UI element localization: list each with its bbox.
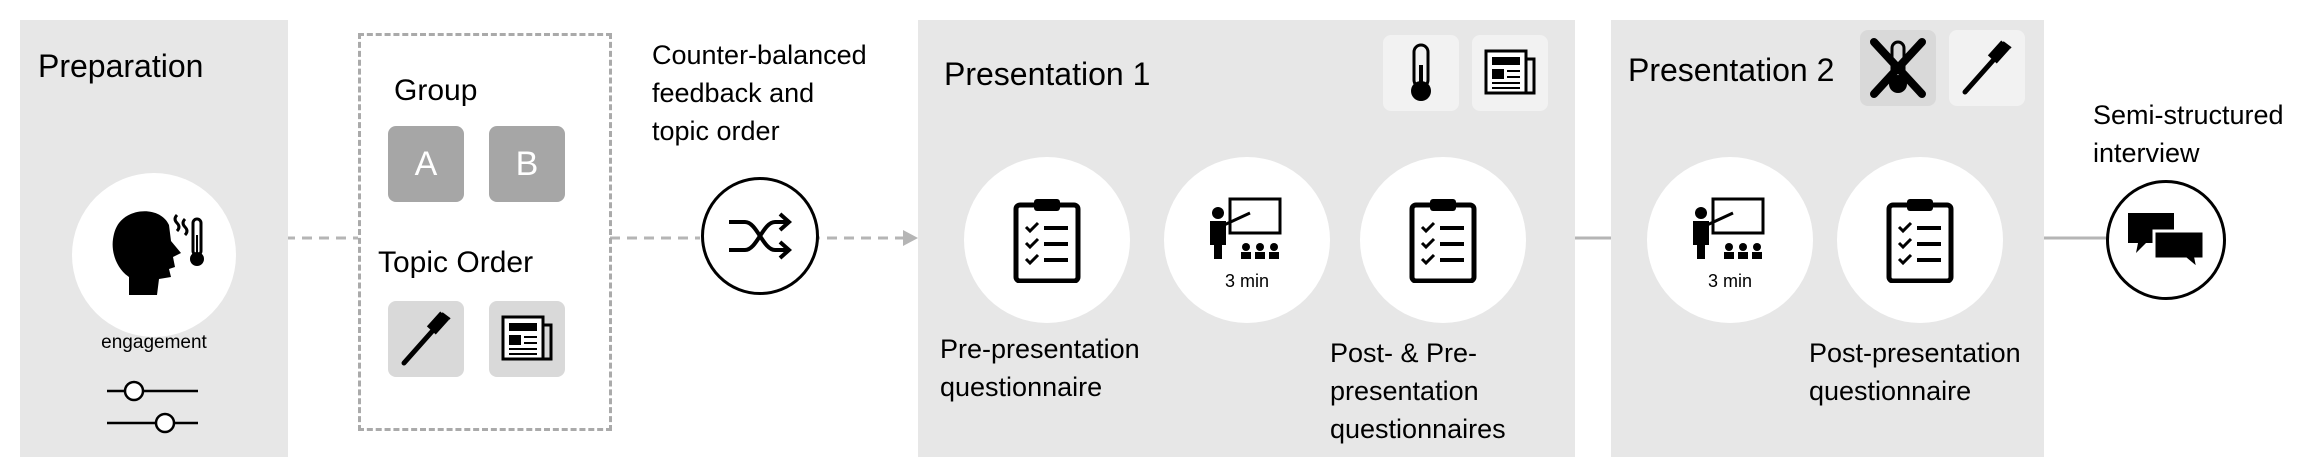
p1-newspaper-badge — [1472, 35, 1548, 111]
pre-questionnaire-circle — [964, 157, 1130, 323]
post-pre-questionnaire-circle — [1360, 157, 1526, 323]
engagement-label: engagement — [101, 332, 207, 353]
p1-thermometer-badge — [1383, 35, 1459, 111]
topic-toothbrush-chip — [388, 301, 464, 377]
topic-newspaper-chip — [489, 301, 565, 377]
newspaper-icon — [1484, 49, 1536, 97]
interview-label: Semi-structured interview — [2093, 100, 2284, 168]
post-questionnaire-circle — [1837, 157, 2003, 323]
presentation2-duration: 3 min — [1707, 271, 1752, 291]
counterbalance-label: Counter-balanced feedback and topic orde… — [652, 40, 867, 146]
group-b-chip: B — [489, 126, 565, 202]
post-pre-questionnaire-label: Post- & Pre- presentation questionnaires — [1330, 338, 1506, 444]
preparation-panel: Preparation engagement — [20, 20, 288, 457]
presentation1-duration: 3 min — [1224, 271, 1269, 291]
crossed-thermometer-icon — [1866, 36, 1930, 100]
shuffle-circle — [701, 177, 819, 295]
speech-bubbles-icon — [2126, 209, 2206, 271]
clipboard-checklist-icon — [1408, 197, 1478, 283]
condition-box: Group A B Topic Order — [358, 33, 612, 431]
group-a-chip: A — [388, 126, 464, 202]
presentation1-title: Presentation 1 — [944, 56, 1151, 92]
p2-toothbrush-badge — [1949, 30, 2025, 106]
presenter-icon — [1204, 197, 1290, 263]
thermometer-icon — [1404, 43, 1438, 103]
group-b-label: B — [515, 144, 539, 183]
presentation1-panel: Presentation 1 — [918, 20, 1575, 457]
toothbrush-icon — [1957, 38, 2017, 98]
interview-circle — [2106, 180, 2226, 300]
engagement-circle — [72, 173, 236, 337]
presentation1-talk-circle: 3 min — [1164, 157, 1330, 323]
presentation2-panel: Presentation 2 — [1611, 20, 2044, 457]
clipboard-checklist-icon — [1885, 197, 1955, 283]
preparation-title: Preparation — [38, 48, 204, 84]
group-title: Group — [394, 74, 478, 107]
clipboard-checklist-icon — [1012, 197, 1082, 283]
arrow-head — [903, 230, 918, 246]
shuffle-icon — [725, 208, 795, 264]
topic-order-title: Topic Order — [378, 246, 534, 279]
pre-questionnaire-label: Pre-presentation questionnaire — [940, 334, 1140, 402]
head-cold-thermometer-icon — [99, 205, 209, 305]
group-a-label: A — [414, 144, 438, 183]
post-questionnaire-label: Post-presentation questionnaire — [1809, 338, 2021, 406]
sliders-icon — [105, 377, 200, 437]
p2-crossed-thermometer-badge — [1860, 30, 1936, 106]
newspaper-icon — [501, 315, 553, 363]
toothbrush-icon — [396, 309, 456, 369]
presentation2-title: Presentation 2 — [1628, 52, 1835, 88]
presentation2-talk-circle: 3 min — [1647, 157, 1813, 323]
presenter-icon — [1687, 197, 1773, 263]
